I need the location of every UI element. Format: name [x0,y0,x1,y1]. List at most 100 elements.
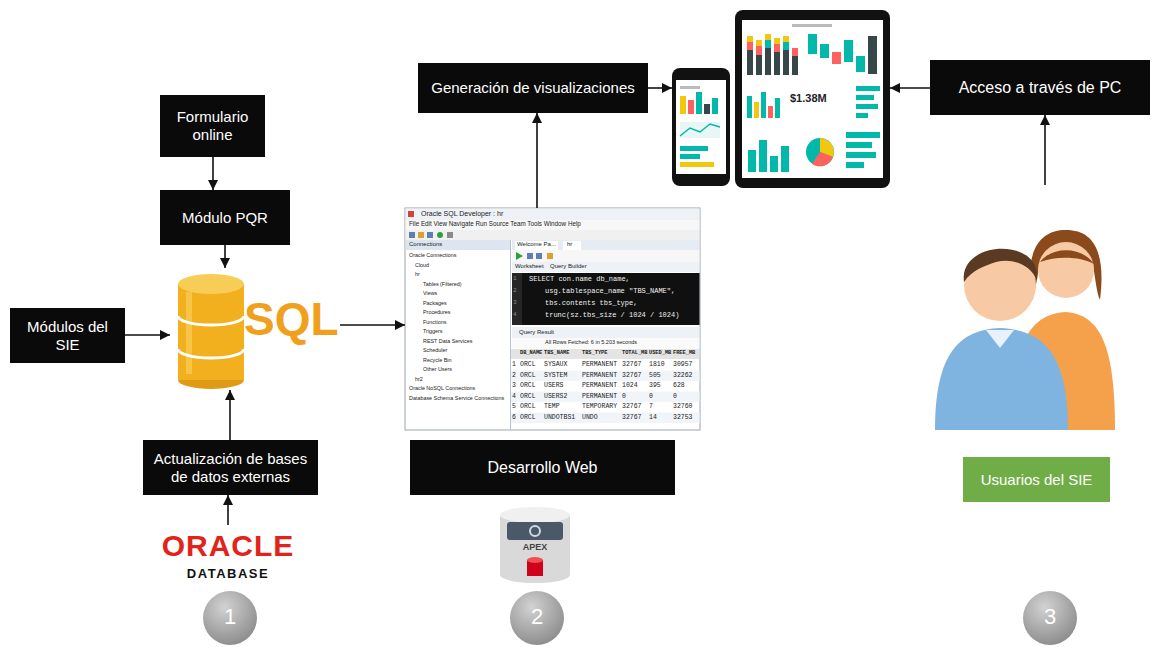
device-picture [844,40,853,62]
tree-item: REST Data Services [423,338,472,344]
screenshot-window [512,327,700,338]
device-picture [792,56,798,75]
device-picture [783,36,789,42]
table-cell: UNDO [582,414,598,422]
table-cell: PERMANENT [582,393,617,401]
menu-bar: File Edit View Navigate Run Source Team … [409,220,581,228]
users-picture [964,249,1038,282]
device-picture [856,86,880,91]
tree-item: Scheduler [423,347,447,353]
device-picture [748,150,756,172]
tree-item: Database Schema Service Connections [409,395,504,401]
process-box: Módulos del SIE [10,308,125,363]
screenshot-window [427,232,433,238]
screenshot-window [408,211,414,217]
database-cylinder [178,349,244,358]
process-box: Formulario online [160,95,265,157]
table-cell: USERS [544,382,564,390]
table-cell: 32753 [673,414,693,422]
table-cell: USERS2 [544,393,567,401]
screenshot-window [563,241,581,250]
apex-icon [500,515,570,583]
sql-code: usg.tablespace_name "TBS_NAME", [545,287,675,295]
arrow-connector [536,113,538,208]
device-picture [754,102,759,118]
device-picture [792,48,798,56]
process-box: Desarrollo Web [410,440,675,495]
step-number: 3 [1035,604,1065,630]
table-cell: SYSTEM [544,372,567,380]
box-text: Generación de visualizaciones [431,79,634,97]
device-picture [672,68,730,186]
screenshot-window [512,240,700,250]
screenshot-window [510,240,511,430]
database-cylinder [186,292,192,374]
tree-item: Oracle NoSQL Connections [409,385,475,391]
screenshot-window [409,232,415,238]
process-box: Generación de visualizaciones [418,63,648,113]
tab-label: Welcome Pa... [517,241,556,248]
device-picture [680,124,720,136]
box-text: Módulo PQR [182,209,268,227]
tree-item: Packages [423,300,447,306]
device-picture [680,86,700,89]
database-cylinder [178,284,244,380]
database-icon: SQL [170,268,340,390]
tree-item: Oracle Connections [409,252,456,258]
oracle-logo-text: DATABASE [148,566,308,581]
table-header: FREE_MB [673,350,695,356]
table-cell: ORCL [520,361,536,369]
step-circle [1023,591,1077,645]
screenshot-window [527,253,533,259]
device-picture [672,10,890,188]
device-picture [812,152,833,166]
table-cell: 7 [649,403,653,411]
device-illustration-text: $1.38M [790,92,827,104]
screenshot-window [437,232,443,238]
device-picture [846,162,864,168]
device-picture [747,96,752,118]
device-picture [680,162,714,167]
table-cell: 505 [649,372,661,380]
table-cell: 32767 [622,372,642,380]
screenshot-window [512,273,700,325]
database-cylinder [178,274,244,389]
table-header: USED_MB [649,350,671,356]
screenshot-window [406,230,700,240]
line-number: 4 [513,311,517,318]
device-picture [783,50,789,75]
table-cell: PERMANENT [582,382,617,390]
table-cell: 0 [622,393,626,401]
table-cell: UNDOTBS1 [544,414,575,422]
screenshot-window [447,232,453,238]
users-picture [1038,242,1094,298]
device-picture [846,132,880,138]
device-picture [680,146,708,151]
box-text: Módulos del SIE [18,318,117,354]
screenshot-window [512,273,522,325]
table-cell: 6 [512,414,516,422]
device-picture [808,34,817,54]
oracle-logo-text: ORACLE [148,529,308,563]
box-text: Acceso a través de PC [959,78,1122,97]
oracle-logo: ORACLE DATABASE [148,525,308,587]
screenshot-window [515,241,558,250]
arrow-connector [340,324,405,326]
screenshot-window-text: Oracle SQL Developer : hr [421,210,503,217]
device-picture [735,10,890,188]
device-picture [747,50,753,75]
tree-item: Other Users [423,366,452,372]
box-text: Formulario online [168,108,257,144]
screenshot-window [511,371,700,382]
icon-label: APEX [520,542,550,553]
device-picture [832,52,841,64]
tab-label: Query Builder [550,263,587,270]
line-number: 2 [513,287,517,294]
arrow-connector [1044,115,1046,185]
device-picture [688,100,694,114]
device-picture [806,138,834,166]
table-header: DB_NAME [520,350,542,356]
table-cell: ORCL [520,393,536,401]
table-cell: 30957 [673,361,693,369]
screenshot-window [536,253,542,259]
